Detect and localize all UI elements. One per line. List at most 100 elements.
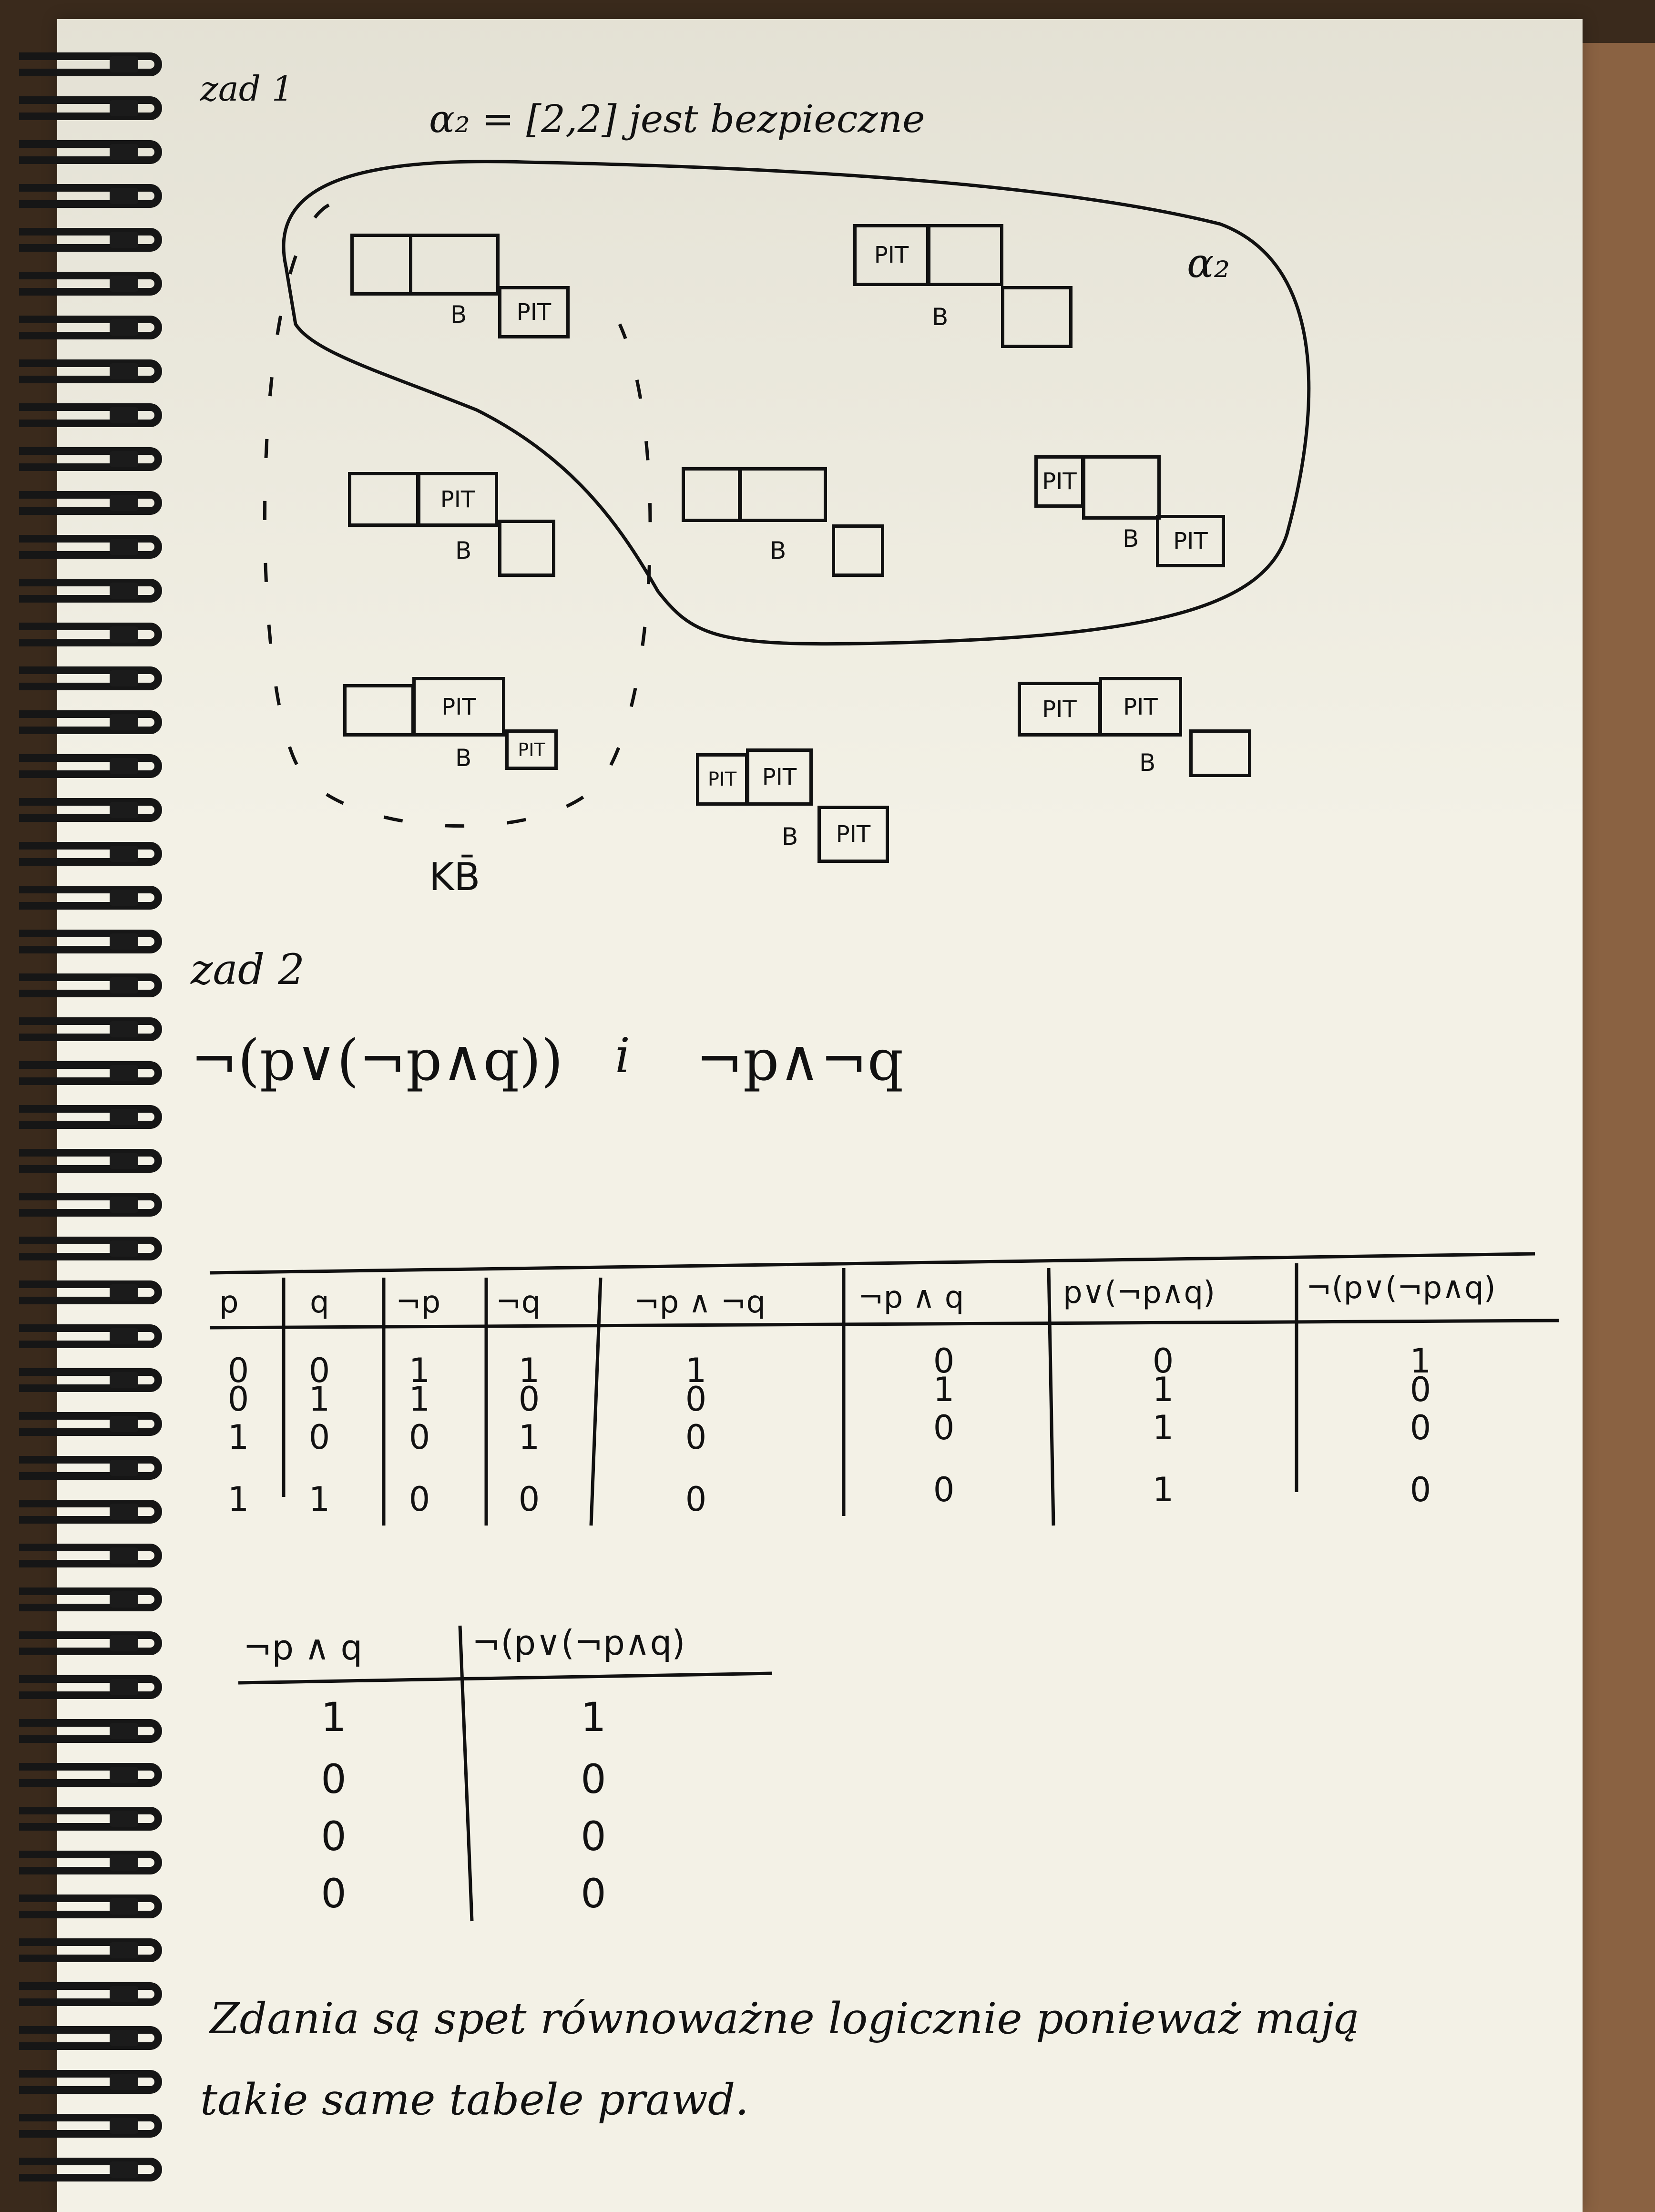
punch-hole <box>110 1986 138 2002</box>
punch-hole <box>110 100 138 116</box>
cell <box>1189 729 1251 777</box>
truth-table-cell: 1 <box>518 1351 540 1390</box>
notebook-cover <box>1573 43 1655 2212</box>
cell <box>832 524 884 577</box>
cell <box>739 467 827 522</box>
th-notp-and-notq: ¬p ∧ ¬q <box>634 1285 766 1320</box>
breeze-label: B <box>455 744 472 772</box>
punch-hole <box>110 2074 138 2090</box>
cmp-th-1: ¬p ∧ q <box>243 1628 363 1668</box>
truth-table-cell: 1 <box>933 1370 955 1409</box>
truth-table-cell: 0 <box>685 1418 707 1457</box>
punch-hole <box>110 1109 138 1125</box>
punch-hole <box>110 451 138 467</box>
comparison-table-cell: 0 <box>581 1756 606 1802</box>
kb-boundary <box>263 203 652 828</box>
cell <box>409 234 500 296</box>
truth-table-cell: 0 <box>518 1480 540 1519</box>
truth-table-cell: 0 <box>227 1380 249 1419</box>
punch-hole <box>110 1372 138 1388</box>
truth-table-cell: 1 <box>227 1480 249 1519</box>
punch-hole <box>110 2161 138 2178</box>
punch-hole <box>110 144 138 160</box>
th-p-or: p∨(¬p∧q) <box>1063 1275 1216 1311</box>
truth-table-cell: 0 <box>409 1480 430 1519</box>
truth-table-cell: 1 <box>1152 1470 1174 1509</box>
pit-cell: PIT <box>412 677 505 737</box>
spiral-ring <box>19 798 162 822</box>
cmp-th-2: ¬(p∨(¬p∧q) <box>472 1623 685 1663</box>
alpha2-boundary <box>282 160 1311 646</box>
punch-hole <box>110 846 138 862</box>
truth-table-cell: 1 <box>409 1380 430 1419</box>
punch-hole <box>110 539 138 555</box>
punch-hole <box>110 1240 138 1257</box>
punch-hole <box>110 977 138 993</box>
truth-table-cell: 1 <box>409 1351 430 1390</box>
th-p: p <box>219 1285 239 1320</box>
punch-hole <box>110 1767 138 1783</box>
truth-table-cell: 0 <box>1152 1342 1174 1381</box>
punch-hole <box>110 1416 138 1432</box>
task1-statement: α₂ = [2,2] jest bezpieczne <box>429 97 925 141</box>
truth-table-cell: 1 <box>308 1480 330 1519</box>
breeze-label: B <box>770 537 787 564</box>
punch-hole <box>110 407 138 423</box>
punch-hole <box>110 890 138 906</box>
punch-hole <box>110 1197 138 1213</box>
truth-table-cell: 1 <box>685 1351 707 1390</box>
punch-hole <box>110 1547 138 1564</box>
breeze-label: B <box>932 303 949 331</box>
punch-hole <box>110 758 138 774</box>
punch-hole <box>110 56 138 72</box>
punch-hole <box>110 1591 138 1608</box>
punch-hole <box>110 363 138 379</box>
punch-hole <box>110 626 138 643</box>
truth-table-cell: 0 <box>685 1380 707 1419</box>
punch-hole <box>110 1153 138 1169</box>
punch-hole <box>110 2118 138 2134</box>
truth-table-cell: 0 <box>933 1342 955 1381</box>
comparison-table-cell: 0 <box>321 1756 347 1802</box>
punch-hole <box>110 1065 138 1081</box>
truth-table-cell: 0 <box>409 1418 430 1457</box>
punch-hole <box>110 188 138 204</box>
cell <box>498 520 555 577</box>
pit-cell: PIT <box>498 286 570 338</box>
task1-heading: zad 1 <box>200 69 294 109</box>
kb-region-label: KB̄ <box>429 855 480 899</box>
truth-table-cell: 1 <box>1152 1408 1174 1447</box>
conclusion-line-2: takie same tabele prawd. <box>200 2075 749 2125</box>
truth-table-cell: 0 <box>1410 1470 1431 1509</box>
comparison-table-cell: 1 <box>321 1694 347 1741</box>
formula-left: ¬(p∨(¬p∧q)) <box>191 1027 563 1093</box>
punch-hole <box>110 714 138 730</box>
comparison-table-cell: 0 <box>581 1813 606 1860</box>
breeze-label: B <box>1139 749 1156 777</box>
punch-hole <box>110 1854 138 1871</box>
punch-hole <box>110 232 138 248</box>
truth-table-cell: 1 <box>1410 1342 1431 1381</box>
truth-table-cell: 1 <box>1152 1370 1174 1409</box>
cell <box>1001 286 1073 348</box>
breeze-label: B <box>455 537 472 564</box>
truth-table-cell: 0 <box>1410 1370 1431 1409</box>
punch-hole <box>110 1021 138 1037</box>
punch-hole <box>110 1679 138 1695</box>
formula-right: ¬p∧¬q <box>696 1027 904 1093</box>
punch-hole <box>110 583 138 599</box>
task2-heading: zad 2 <box>191 945 305 994</box>
truth-table-cell: 0 <box>933 1470 955 1509</box>
punch-hole <box>110 1723 138 1739</box>
punch-hole <box>110 319 138 336</box>
page-shadow <box>57 19 1583 830</box>
th-q: q <box>310 1285 329 1320</box>
th-not-p-or: ¬(p∨(¬p∧q) <box>1306 1270 1496 1306</box>
punch-hole <box>110 933 138 950</box>
comparison-table-cell: 1 <box>581 1694 606 1741</box>
pit-cell: PIT <box>1156 515 1225 567</box>
punch-hole <box>110 1898 138 1915</box>
